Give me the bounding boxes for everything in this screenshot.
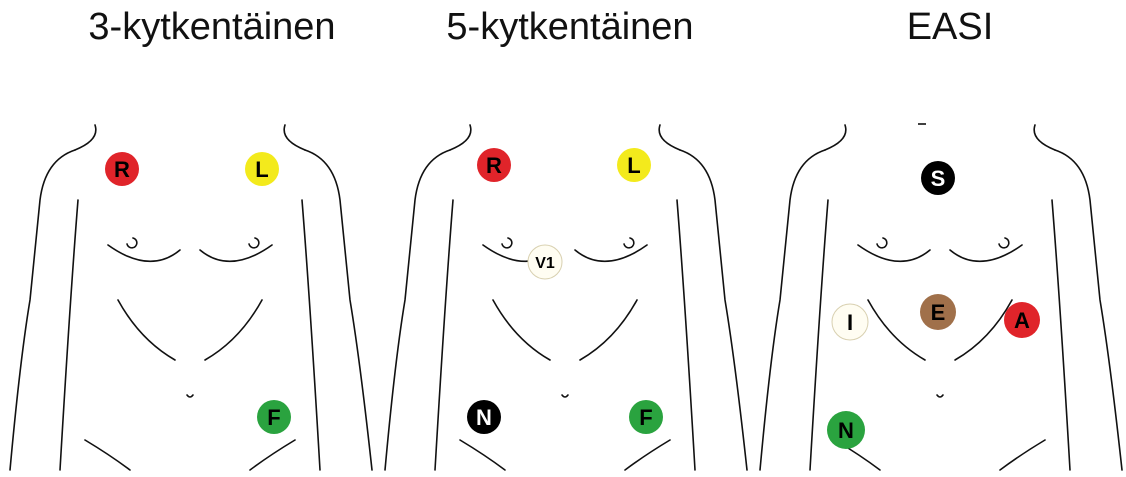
torso-3-lead [10,125,372,470]
electrode-r-panel-1: R [105,152,139,186]
electrode-n-panel-3: N [827,411,865,449]
electrode-label: F [267,405,280,430]
electrode-label: V1 [535,255,555,272]
electrode-label: F [639,405,652,430]
electrode-label: L [255,157,268,182]
torso-5-lead [385,125,747,470]
electrode-f-panel-2: F [629,400,663,434]
electrode-label: R [114,157,130,182]
electrode-s-panel-3: S [921,161,955,195]
electrode-label: I [847,310,853,335]
electrode-e-panel-3: E [920,294,956,330]
electrode-label: S [931,166,946,191]
electrode-label: A [1014,308,1030,333]
electrode-label: E [931,300,946,325]
electrode-f-panel-1: F [257,400,291,434]
electrode-label: N [838,418,854,443]
electrode-v1-panel-2: V1 [528,245,562,279]
electrode-label: N [476,405,492,430]
electrode-r-panel-2: R [477,148,511,182]
electrode-n-panel-2: N [467,400,501,434]
electrode-i-panel-3: I [832,304,868,340]
electrode-l-panel-1: L [245,152,279,186]
electrode-label: R [486,153,502,178]
electrode-l-panel-2: L [617,148,651,182]
electrode-a-panel-3: A [1004,302,1040,338]
electrode-label: L [627,153,640,178]
